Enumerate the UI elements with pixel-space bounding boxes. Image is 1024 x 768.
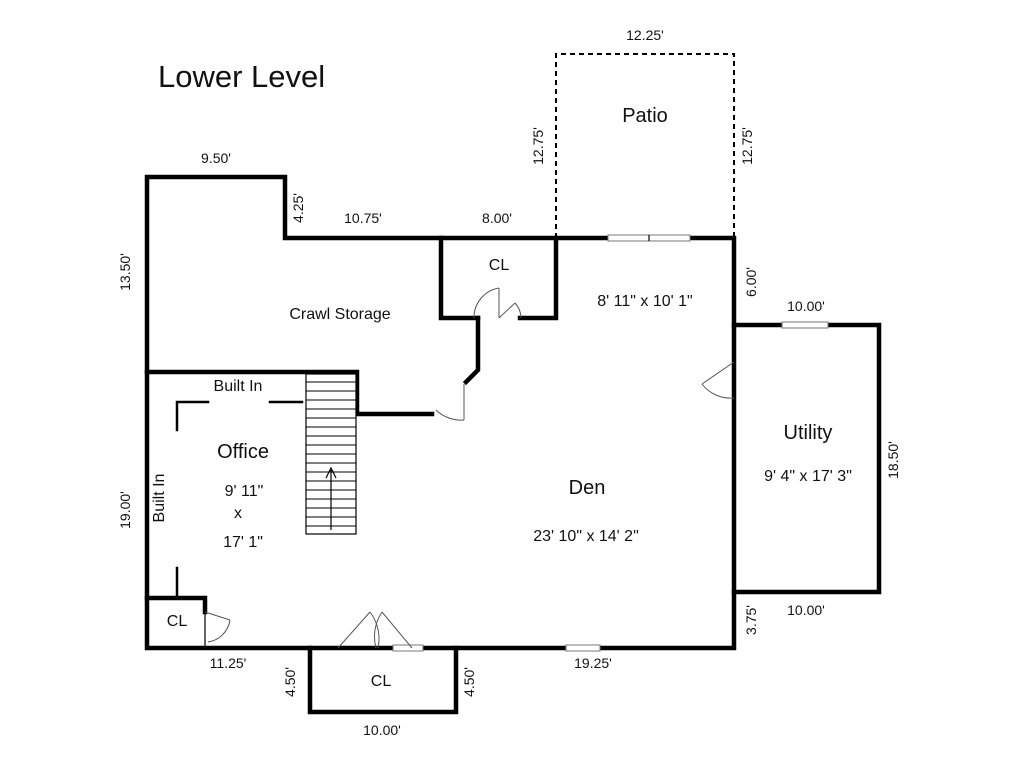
closet-bottom-label: CL xyxy=(371,673,392,690)
den-label: Den xyxy=(569,477,606,499)
dim-upper-wall-1: 10.75' xyxy=(344,210,382,226)
built-in-shelf-top xyxy=(175,400,304,432)
stair-wall xyxy=(462,315,481,386)
dim-den-right-upper: 6.00' xyxy=(743,267,759,297)
door-office-closet xyxy=(204,611,231,643)
office-size-width: 9' 11" xyxy=(225,483,264,500)
dim-utility-top: 10.00' xyxy=(787,298,825,314)
closet-top-walls xyxy=(438,235,559,321)
dim-patio-right: 12.75' xyxy=(739,127,755,165)
dim-upper-wall-2: 8.00' xyxy=(482,210,512,226)
door-utility xyxy=(701,361,735,399)
closet-office-label: CL xyxy=(167,613,188,630)
dim-left-upper: 13.50' xyxy=(117,253,133,291)
built-in-top-label: Built In xyxy=(214,378,263,395)
door-bottom-closet xyxy=(337,611,413,649)
door-stair xyxy=(435,384,465,421)
window-closet-bottom xyxy=(392,644,424,652)
utility-size: 9' 4" x 17' 3" xyxy=(764,468,852,485)
office-size-x: x xyxy=(234,505,242,522)
staircase xyxy=(305,373,357,535)
plan-title: Lower Level xyxy=(158,59,325,94)
dim-crawl-top: 9.50' xyxy=(201,150,231,166)
crawl-storage-label: Crawl Storage xyxy=(289,306,390,323)
office-closet-wall xyxy=(144,595,208,615)
dim-bump-right: 4.50' xyxy=(461,667,477,697)
den-upper-size: 8' 11" x 10' 1" xyxy=(597,293,692,310)
closet-top-label: CL xyxy=(489,257,510,274)
office-size-length: 17' 1" xyxy=(223,534,263,551)
utility-label: Utility xyxy=(784,422,833,444)
dim-notch: 4.25' xyxy=(290,193,306,223)
dim-bump-bottom: 10.00' xyxy=(363,722,401,738)
dim-left-lower: 19.00' xyxy=(117,491,133,529)
window-den-bottom xyxy=(565,644,601,652)
dim-den-right-lower: 3.75' xyxy=(743,605,759,635)
office-top-wall xyxy=(144,369,435,417)
window-utility-top xyxy=(781,321,829,329)
patio-outline xyxy=(555,53,735,238)
dim-bump-left: 4.50' xyxy=(282,667,298,697)
patio-label: Patio xyxy=(622,105,668,127)
dim-bottom-right: 19.25' xyxy=(574,655,612,671)
dim-utility-bottom: 10.00' xyxy=(787,602,825,618)
dim-utility-right: 18.50' xyxy=(885,441,901,479)
dim-patio-left: 12.75' xyxy=(530,127,546,165)
dim-bottom-left: 11.25' xyxy=(210,655,247,671)
door-closet-top xyxy=(473,287,522,319)
built-in-side-label: Built In xyxy=(151,474,168,523)
office-label: Office xyxy=(217,441,269,463)
den-size: 23' 10" x 14' 2" xyxy=(533,528,639,545)
dim-patio-top: 12.25' xyxy=(626,27,664,43)
